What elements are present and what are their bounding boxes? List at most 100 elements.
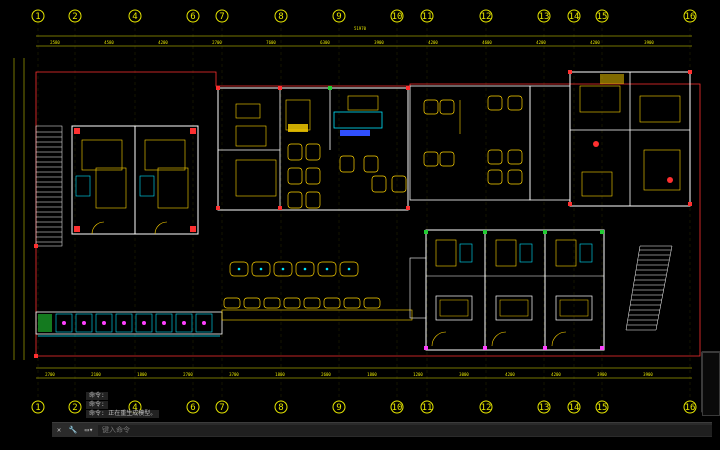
- grid-bubble: [683, 9, 697, 23]
- bed: [555, 295, 593, 321]
- dining-table: [339, 155, 355, 173]
- grid-bubble-label: 13: [539, 403, 550, 413]
- side-palette[interactable]: [702, 352, 720, 416]
- grid-bubble: [128, 9, 142, 23]
- grid-bubble: [420, 400, 434, 414]
- bench-seat: [175, 313, 193, 333]
- bench-seat: [115, 313, 133, 333]
- grid-bubble-label: 11: [422, 12, 433, 22]
- column-marker: [688, 202, 692, 206]
- grid-bubble: [274, 400, 288, 414]
- grid-bubble-label: 7: [219, 403, 224, 413]
- grid-bubble-label: 1: [35, 12, 40, 22]
- overall-dimension-label: 51970: [354, 26, 367, 31]
- dimension-label: 2700: [45, 372, 55, 377]
- column-marker: [34, 244, 38, 248]
- dimension-label: 3900: [597, 372, 607, 377]
- grid-bubble-label: 11: [422, 403, 433, 413]
- upper-right-suite: [569, 71, 691, 207]
- dining-table: [305, 167, 321, 185]
- column-marker: [483, 230, 487, 234]
- dimension-label: 2600: [321, 372, 331, 377]
- grid-bubble-label: 15: [597, 403, 608, 413]
- close-icon[interactable]: ✕: [56, 426, 62, 434]
- column-marker: [568, 70, 572, 74]
- dining-table: [283, 297, 301, 309]
- column-marker: [216, 206, 220, 210]
- column-marker: [406, 86, 410, 90]
- grid-bubble-label: 12: [481, 403, 492, 413]
- dimension-label: 3900: [644, 40, 654, 45]
- wardrobe: [519, 243, 533, 263]
- grid-bubble: [332, 9, 346, 23]
- dining-table: [487, 169, 503, 185]
- grid-bubble: [420, 9, 434, 23]
- bed-cover: [559, 299, 589, 317]
- grid-bubble: [537, 400, 551, 414]
- column-marker: [278, 206, 282, 210]
- grid-bubble-label: 10: [392, 403, 403, 413]
- structural-columns: [34, 70, 692, 358]
- column-marker: [328, 86, 332, 90]
- column-marker: [216, 86, 220, 90]
- dimension-label: 4200: [158, 40, 168, 45]
- wardrobe: [579, 243, 593, 263]
- bench-row: [35, 309, 413, 337]
- grid-bubble-label: 9: [336, 403, 341, 413]
- dining-table: [303, 297, 321, 309]
- table-marker: [303, 267, 307, 271]
- dimension-label: 4200: [590, 40, 600, 45]
- bench-seat: [95, 313, 113, 333]
- dining-table: [243, 297, 261, 309]
- table-marker: [325, 267, 329, 271]
- grid-bubble-label: 12: [481, 12, 492, 22]
- lower-right-rooms: [409, 229, 605, 351]
- dining-table: [317, 261, 337, 277]
- grid-bubble-label: 9: [336, 12, 341, 22]
- dining-table: [263, 297, 281, 309]
- seat-marker: [142, 321, 146, 325]
- grid-bubble: [31, 9, 45, 23]
- dining-table: [229, 261, 249, 277]
- dimension-label: 4200: [551, 372, 561, 377]
- grid-bubble: [595, 9, 609, 23]
- table-marker: [281, 267, 285, 271]
- dimension-label: 3900: [374, 40, 384, 45]
- grid-bubble-label: 8: [278, 12, 283, 22]
- grid-bubble-label: 7: [219, 12, 224, 22]
- grid-bubble: [68, 400, 82, 414]
- grid-bubble: [215, 9, 229, 23]
- seat-marker: [202, 321, 206, 325]
- upper-right-dining: [409, 85, 571, 201]
- upper-central-block: [217, 87, 409, 211]
- grid-bubble: [390, 400, 404, 414]
- dining-table: [305, 191, 321, 209]
- command-history-line: 命令: 正在重生成模型。: [86, 410, 160, 418]
- table-marker: [259, 267, 263, 271]
- grid-bubble: [683, 400, 697, 414]
- grid-bubble-label: 2: [72, 403, 77, 413]
- grid-bubble: [31, 400, 45, 414]
- dining-table: [339, 261, 359, 277]
- dimension-label: 1800: [275, 372, 285, 377]
- table-marker: [347, 267, 351, 271]
- seat-marker: [122, 321, 126, 325]
- wardrobe: [459, 243, 473, 263]
- column-marker: [688, 70, 692, 74]
- dimension-label: 1800: [367, 372, 377, 377]
- grid-bubble: [332, 400, 346, 414]
- grid-bubble-label: 4: [132, 12, 137, 22]
- dining-table: [295, 261, 315, 277]
- grid-bubble-label: 1: [35, 403, 40, 413]
- grid-bubble: [274, 9, 288, 23]
- main-dining-hall: [223, 261, 381, 309]
- dining-table: [423, 151, 439, 167]
- command-prompt-dropdown-icon[interactable]: ▭▾: [84, 426, 94, 434]
- command-input[interactable]: [98, 424, 712, 436]
- wrench-icon[interactable]: 🔧: [68, 426, 78, 434]
